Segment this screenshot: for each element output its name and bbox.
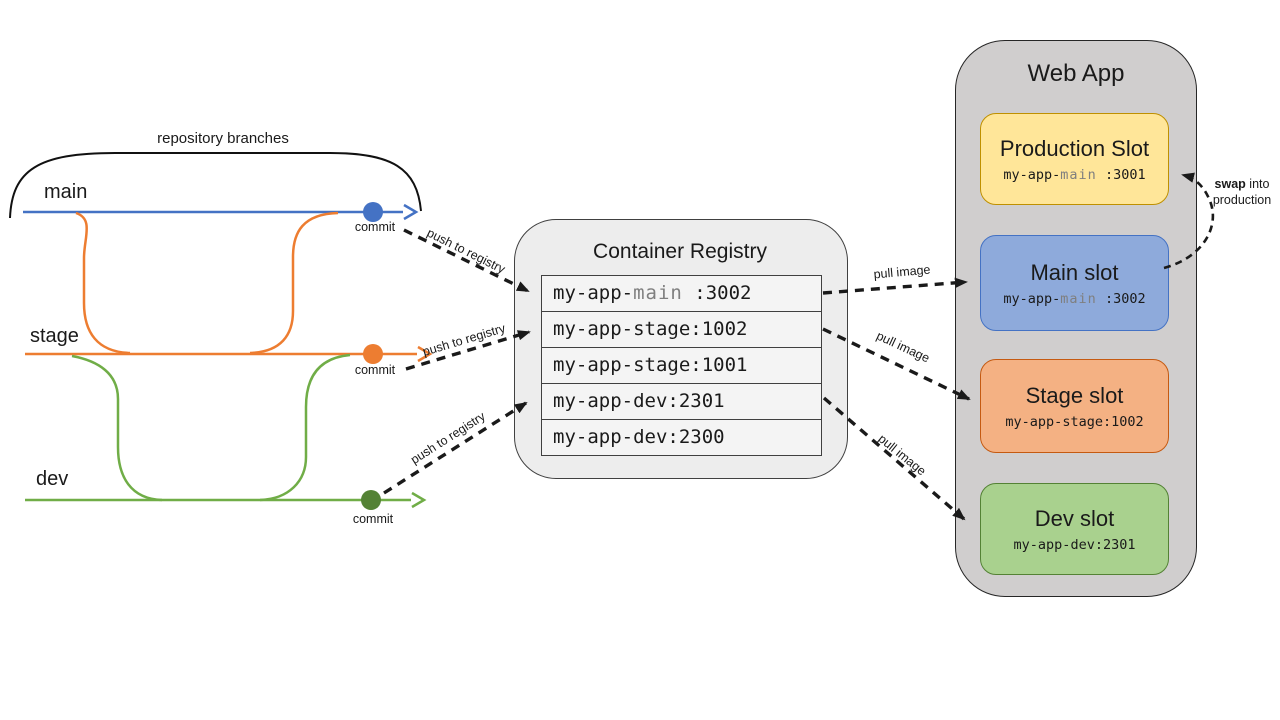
image-branch: dev: [633, 390, 668, 412]
image-branch: stage: [633, 318, 691, 340]
web-app-title: Web App: [1027, 60, 1125, 87]
slot-image-ref: my-app-main :3002: [1003, 291, 1145, 307]
production-slot-card: Production Slot my-app-main :3001: [980, 113, 1169, 205]
swap-label-bold: swap: [1214, 177, 1246, 191]
stage-slot-card: Stage slot my-app-stage:1002: [980, 359, 1169, 453]
registry-row: my-app-stage:1001: [542, 347, 821, 383]
pull-image-label-dev: pull image: [875, 431, 929, 479]
commit-label-stage: commit: [354, 363, 396, 377]
slot-title: Stage slot: [1025, 382, 1124, 408]
image-tag: :1001: [690, 354, 748, 376]
image-tag: :3002: [1096, 290, 1146, 307]
stage-to-main-branch-curve-right: [249, 211, 339, 355]
main-branch-arrowhead-icon: [403, 203, 419, 221]
stage-to-main-branch-curve-left: [75, 211, 131, 355]
push-arrow-dev: [383, 401, 528, 495]
pull-image-label-stage: pull image: [874, 328, 932, 366]
image-prefix: my-app-: [553, 390, 634, 412]
push-to-registry-label-dev: push to registry: [408, 409, 488, 467]
image-prefix: my-app-: [1005, 413, 1063, 430]
push-arrow-main: [403, 228, 530, 293]
image-tag: :2300: [667, 426, 725, 448]
dev-branch-arrowhead-icon: [411, 491, 427, 509]
dev-slot-card: Dev slot my-app-dev:2301: [980, 483, 1169, 575]
registry-row: my-app-main :3002: [542, 276, 821, 311]
image-tag: :2301: [667, 390, 725, 412]
image-branch: main: [1060, 166, 1097, 183]
registry-image-table: my-app-main :3002 my-app-stage:1002 my-a…: [541, 275, 822, 456]
dev-commit-dot: [361, 490, 381, 510]
main-slot-card: Main slot my-app-main :3002: [980, 235, 1169, 331]
swap-into-production-label: swap into production: [1202, 176, 1280, 209]
slot-title: Production Slot: [999, 135, 1150, 161]
push-to-registry-label-main: push to registry: [424, 225, 508, 277]
registry-row: my-app-dev:2300: [542, 419, 821, 455]
image-prefix: my-app-: [1013, 536, 1071, 553]
repository-branches-label: repository branches: [157, 130, 289, 147]
branch-label-dev: dev: [36, 468, 69, 490]
slot-image-ref: my-app-dev:2301: [1014, 537, 1136, 553]
swap-label-rest: into: [1245, 177, 1270, 191]
container-registry-title: Container Registry: [593, 240, 767, 263]
branch-label-stage: stage: [30, 325, 79, 347]
image-tag: :1002: [690, 318, 748, 340]
image-tag: :3001: [1096, 166, 1146, 183]
image-tag: :2301: [1094, 536, 1136, 553]
image-tag: :3002: [682, 282, 752, 304]
stage-commit-dot: [363, 344, 383, 364]
image-branch: dev: [633, 426, 668, 448]
slot-image-ref: my-app-main :3001: [1003, 167, 1145, 183]
image-branch: stage: [1062, 413, 1103, 430]
registry-row: my-app-stage:1002: [542, 311, 821, 347]
pull-image-label-main: pull image: [873, 262, 931, 282]
commit-label-dev: commit: [352, 512, 394, 526]
image-prefix: my-app-: [1003, 166, 1061, 183]
slot-image-ref: my-app-stage:1002: [1005, 414, 1143, 430]
image-branch: stage: [633, 354, 691, 376]
image-prefix: my-app-: [1003, 290, 1061, 307]
image-prefix: my-app-: [553, 282, 634, 304]
slot-title: Main slot: [1030, 259, 1119, 285]
image-branch: main: [1060, 290, 1097, 307]
registry-row: my-app-dev:2301: [542, 383, 821, 419]
slot-title: Dev slot: [1034, 505, 1115, 531]
branch-label-main: main: [44, 181, 88, 203]
image-tag: :1002: [1102, 413, 1144, 430]
image-branch: main: [633, 282, 683, 304]
commit-label-main: commit: [354, 220, 396, 234]
main-commit-dot: [363, 202, 383, 222]
image-prefix: my-app-: [553, 354, 634, 376]
dev-to-stage-branch-curve-left: [71, 354, 163, 502]
image-branch: dev: [1070, 536, 1095, 553]
dev-to-stage-branch-curve-right: [259, 353, 351, 502]
image-prefix: my-app-: [553, 426, 634, 448]
swap-label-line2: production: [1212, 193, 1272, 208]
push-to-registry-label-stage: push to registry: [421, 321, 507, 359]
image-prefix: my-app-: [553, 318, 634, 340]
